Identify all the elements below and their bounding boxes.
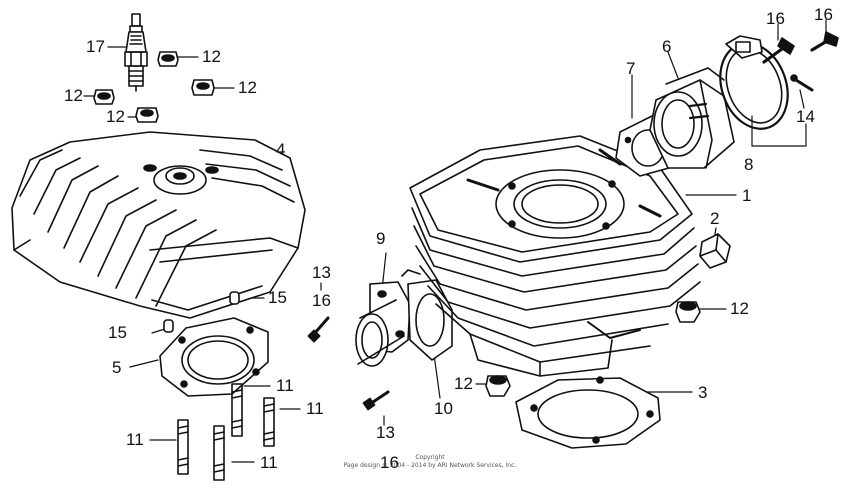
callout-15-a: 15 <box>268 288 287 307</box>
stud-a <box>231 383 243 437</box>
copyright-line-2: Page design © 2004 - 2014 by ARI Network… <box>343 461 517 469</box>
copyright-line-1: Copyright <box>415 454 445 461</box>
callout-12-b: 12 <box>64 86 83 105</box>
nut-12-bottom <box>485 375 511 397</box>
nut-12a <box>157 51 179 67</box>
intake-manifold <box>355 281 411 367</box>
bolt-16-right-b <box>810 31 839 52</box>
callout-5: 5 <box>112 358 122 377</box>
callout-11-c: 11 <box>126 430 144 449</box>
bolt-16-right-a <box>762 37 795 64</box>
callout-14: 14 <box>796 107 815 126</box>
nut-12-right <box>675 301 701 323</box>
callout-16-d: 16 <box>814 5 833 24</box>
nut-12c <box>191 79 215 96</box>
nut-12d <box>135 107 159 123</box>
callout-15-b: 15 <box>108 323 127 342</box>
stud-b <box>263 397 275 447</box>
bolt-16-left <box>307 316 330 343</box>
intake-gasket <box>401 269 453 361</box>
callout-13-a: 13 <box>312 263 331 282</box>
callout-4: 4 <box>276 140 286 159</box>
callout-12-f: 12 <box>730 299 749 318</box>
nut-12b <box>93 89 115 105</box>
callout-12-d: 12 <box>106 107 125 126</box>
callout-11-a: 11 <box>276 376 294 395</box>
hose-clamp <box>719 35 789 130</box>
callout-16-c: 16 <box>766 9 785 28</box>
callout-12-a: 12 <box>202 47 221 66</box>
cylinder-head <box>11 131 306 319</box>
callout-11-d: 11 <box>260 453 278 472</box>
base-gasket <box>515 376 661 449</box>
copyright-notice: Copyright Page design © 2004 - 2014 by A… <box>340 454 520 469</box>
screw-14 <box>790 74 814 92</box>
callout-9: 9 <box>376 229 386 248</box>
studs <box>177 383 275 481</box>
callout-12-c: 12 <box>238 78 257 97</box>
nut-cluster-top <box>93 51 215 123</box>
carb-joint <box>649 67 735 169</box>
callout-17: 17 <box>86 37 105 56</box>
callout-6: 6 <box>662 37 672 56</box>
bolt-16-bottom <box>362 390 390 411</box>
stud-c <box>177 419 189 475</box>
callout-2: 2 <box>710 209 720 228</box>
head-gasket <box>159 317 269 397</box>
callout-8: 8 <box>744 155 754 174</box>
callout-12-e: 12 <box>454 374 473 393</box>
callout-7: 7 <box>626 59 636 78</box>
callout-1: 1 <box>742 186 752 205</box>
stud-d <box>213 425 225 481</box>
callout-13-b: 13 <box>376 423 395 442</box>
cylinder <box>409 135 701 377</box>
dowel-pins <box>163 291 240 333</box>
callout-3: 3 <box>698 383 708 402</box>
callout-10: 10 <box>434 399 453 418</box>
block-2 <box>699 233 731 269</box>
callout-16-a: 16 <box>312 291 331 310</box>
callout-11-b: 11 <box>306 399 324 418</box>
callout-16-b: 16 <box>380 453 399 472</box>
spark-plug <box>124 13 148 92</box>
